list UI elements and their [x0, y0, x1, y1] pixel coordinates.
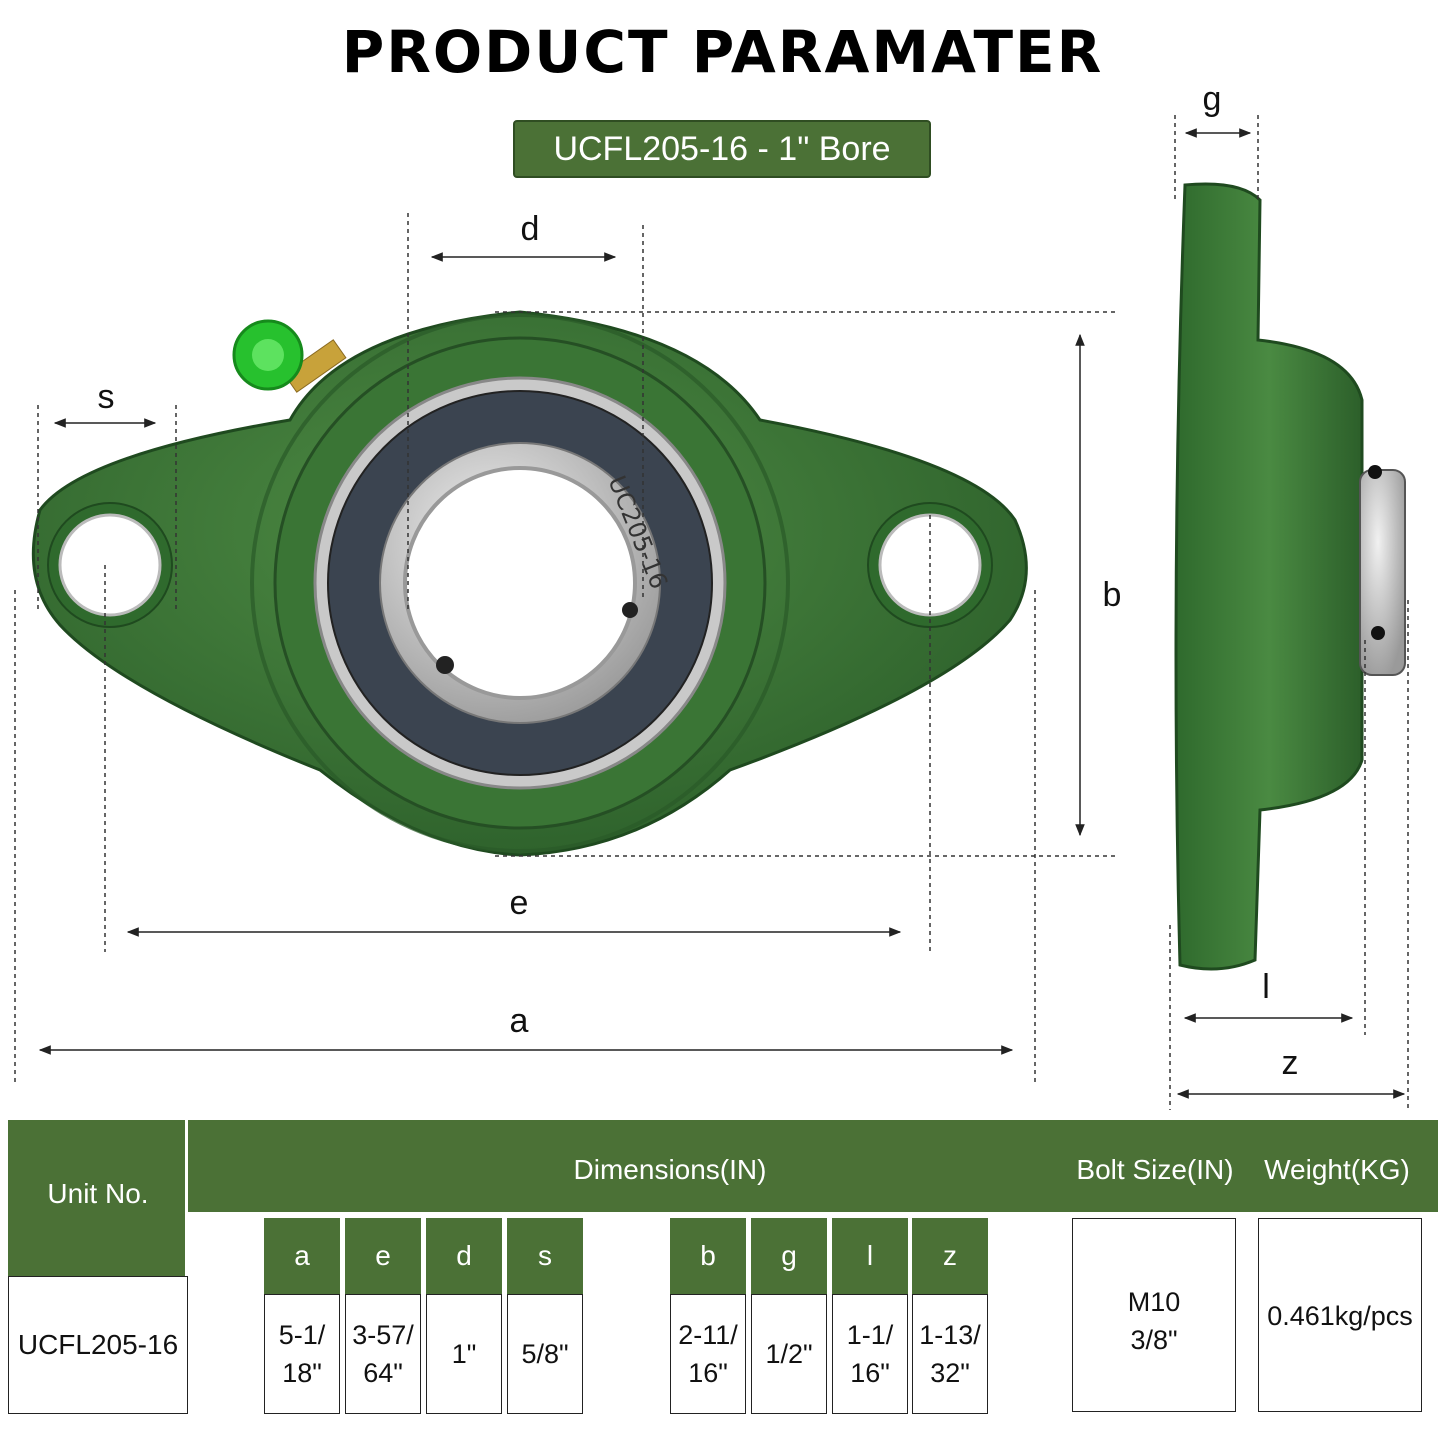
bolt-size-header: Bolt Size(IN) [1076, 1154, 1234, 1185]
extension-lines [14, 115, 1409, 1110]
dim-label-a: a [510, 1002, 529, 1040]
unit-header-cell [8, 1120, 188, 1276]
dim-label-g: g [1203, 80, 1222, 118]
bearing-side-view [1174, 182, 1406, 971]
dim-label-l: l [1262, 968, 1270, 1006]
dim-value-a: 5-1/18" [264, 1294, 340, 1414]
page-title: PRODUCT PARAMATER [341, 18, 1104, 86]
dim-value-a-line: 18" [282, 1358, 322, 1388]
dim-value-s: 5/8" [507, 1294, 583, 1414]
dim-value-d: 1" [426, 1294, 502, 1414]
dim-value-e-line: 3-57/ [352, 1320, 414, 1350]
dim-column-header-l: l [832, 1218, 908, 1294]
bolt-size-cell: M10 3/8" [1072, 1218, 1236, 1412]
dim-label-s: s [98, 378, 115, 416]
dim-value-l-line: 1-1/ [846, 1320, 894, 1350]
dimensions-header: Dimensions(IN) [573, 1154, 767, 1185]
dim-value-b-line: 16" [688, 1358, 728, 1388]
dim-value-g-line: 1/2" [765, 1339, 813, 1369]
dim-column-header-s: s [507, 1218, 583, 1294]
dim-value-z-line: 32" [930, 1358, 970, 1388]
dim-column-header-a: a [264, 1218, 340, 1294]
dim-column-header-e: e [345, 1218, 421, 1294]
model-badge: UCFL205-16 - 1" Bore [513, 120, 931, 178]
dim-value-b: 2-11/16" [670, 1294, 746, 1414]
weight-cell: 0.461kg/pcs [1258, 1218, 1422, 1412]
unit-header: Unit No. [47, 1178, 149, 1209]
dim-value-b-line: 2-11/ [678, 1320, 738, 1350]
dim-value-g: 1/2" [751, 1294, 827, 1414]
dim-label-d: d [521, 210, 540, 248]
dimension-arrows [38, 128, 1406, 1099]
dim-value-s-line: 5/8" [521, 1339, 569, 1369]
dim-label-e: e [510, 884, 529, 922]
dim-value-a-line: 5-1/ [278, 1320, 326, 1350]
grease-fitting-icon [232, 319, 347, 393]
table-header-band [8, 1120, 1438, 1212]
dim-column-header-d: d [426, 1218, 502, 1294]
dim-label-b: b [1103, 576, 1122, 614]
bolt-size-metric: M10 [1127, 1287, 1181, 1317]
dim-label-z: z [1282, 1044, 1299, 1082]
dim-value-d-line: 1" [451, 1339, 477, 1369]
dim-value-z: 1-13/32" [912, 1294, 988, 1414]
dim-value-e: 3-57/64" [345, 1294, 421, 1414]
dim-value-l-line: 16" [850, 1358, 890, 1388]
dim-column-header-g: g [751, 1218, 827, 1294]
dim-column-header-b: b [670, 1218, 746, 1294]
dim-column-header-z: z [912, 1218, 988, 1294]
dim-value-z-line: 1-13/ [919, 1320, 981, 1350]
bolt-size-inch: 3/8" [1130, 1325, 1178, 1355]
dim-value-e-line: 64" [363, 1358, 403, 1388]
dim-value-l: 1-1/16" [832, 1294, 908, 1414]
unit-no-cell: UCFL205-16 [8, 1276, 188, 1414]
bearing-front-view: UC205-16 [31, 310, 1028, 857]
weight-header: Weight(KG) [1264, 1154, 1410, 1185]
bearing-dimension-drawing: UC205-16 [14, 80, 1409, 1110]
